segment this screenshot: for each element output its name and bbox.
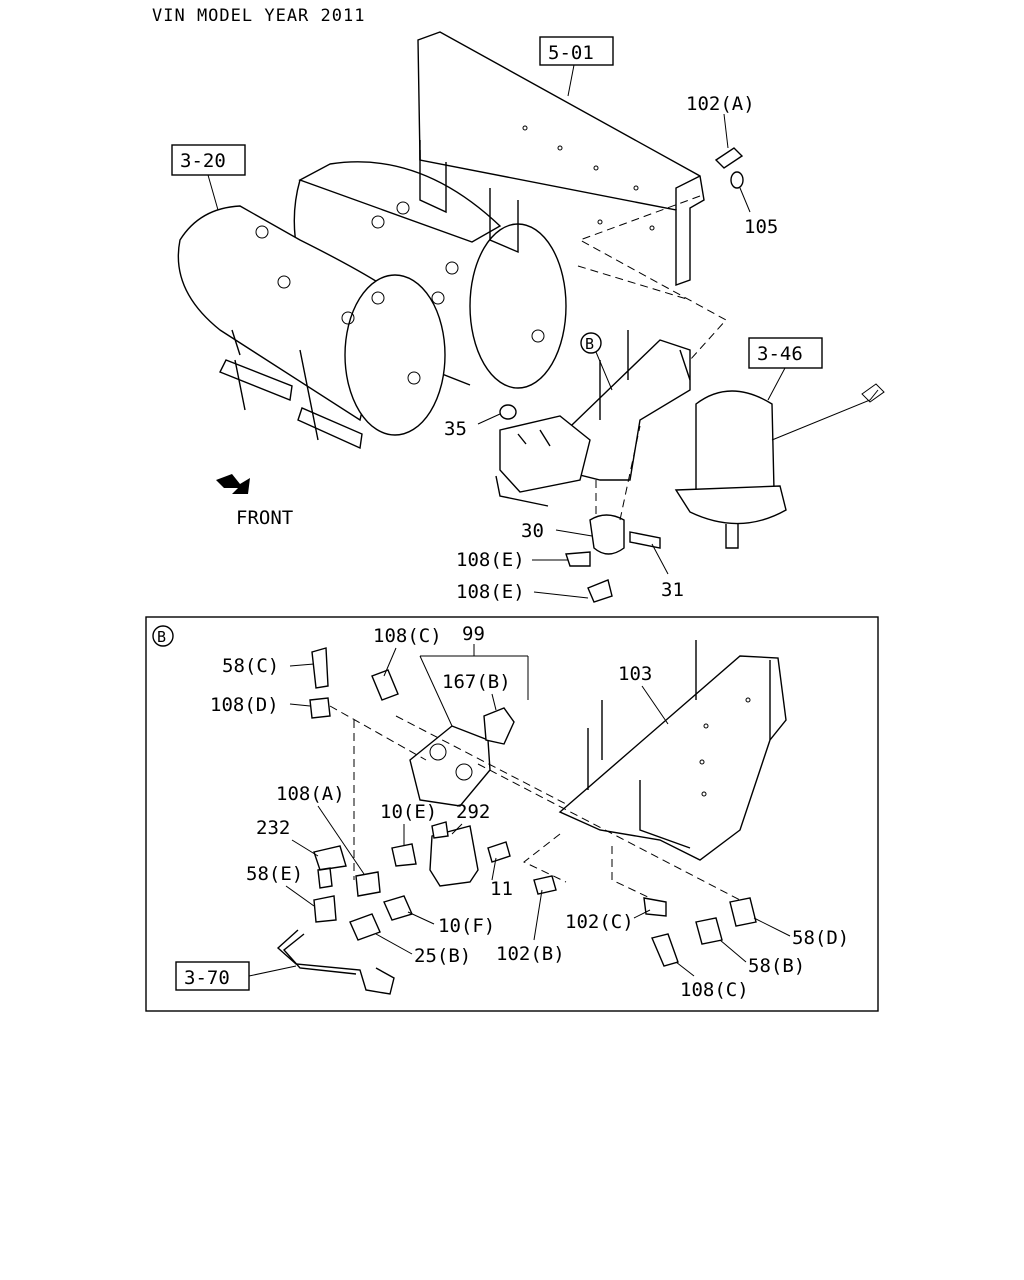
callout-10f: 10(F) [438, 915, 495, 937]
fitting-58e [313, 895, 337, 923]
callout-105: 105 [744, 216, 778, 238]
pressure-sensor [565, 514, 661, 603]
svg-text:3-46: 3-46 [757, 343, 803, 365]
callout-167b: 167(B) [442, 671, 511, 693]
flange-167b [483, 707, 515, 745]
fitting-232 [313, 845, 347, 889]
ref-box-5-01: 5-01 [539, 36, 614, 97]
header-title: VIN MODEL YEAR 2011 [152, 6, 365, 26]
callout-31: 31 [661, 579, 684, 601]
bolt-102c [643, 897, 667, 917]
callout-102b: 102(B) [496, 943, 565, 965]
fitting-108c-bottom [651, 933, 679, 967]
callout-102a: 102(A) [686, 93, 755, 115]
callout-292: 292 [456, 801, 490, 823]
callout-108a: 108(A) [276, 783, 345, 805]
fitting-108a [355, 871, 381, 897]
svg-text:B: B [585, 335, 594, 353]
fitting-108d [309, 697, 331, 719]
callout-103: 103 [618, 663, 652, 685]
callout-102c: 102(C) [565, 911, 634, 933]
svg-text:3-20: 3-20 [180, 150, 226, 172]
callout-232: 232 [256, 817, 290, 839]
callout-108c-bottom: 108(C) [680, 979, 749, 1001]
fitting-10e [391, 843, 417, 867]
detail-b-panel [145, 616, 879, 1012]
callout-108c-top: 108(C) [373, 625, 442, 647]
detail-b-marker: B [580, 332, 613, 391]
fitting-58c [311, 647, 329, 689]
callout-58d: 58(D) [792, 927, 849, 949]
svg-text:5-01: 5-01 [548, 42, 594, 64]
relay-valve [409, 725, 491, 807]
callout-10e: 10(E) [380, 801, 437, 823]
valve-assembly [495, 415, 591, 507]
bolt-102a [714, 147, 744, 169]
air-line [276, 929, 395, 995]
callout-25b: 25(B) [414, 945, 471, 967]
front-arrow-icon [216, 474, 250, 494]
fitting-10f [383, 895, 413, 921]
nut-35 [499, 404, 517, 420]
callout-58c: 58(C) [222, 655, 279, 677]
front-label: FRONT [236, 507, 293, 529]
air-tank-front [177, 205, 446, 436]
solenoid-292 [429, 821, 479, 887]
frame-rail [417, 31, 705, 286]
dashed-leaders-upper [577, 195, 727, 521]
callout-108e-1: 108(E) [456, 549, 525, 571]
callout-30: 30 [521, 520, 544, 542]
callout-58e: 58(E) [246, 863, 303, 885]
ref-box-3-70: 3-70 [175, 961, 297, 991]
callout-58b: 58(B) [748, 955, 805, 977]
fitting-58b [695, 917, 723, 945]
callout-99: 99 [462, 623, 485, 645]
bracket-103 [558, 640, 787, 861]
ref-box-3-20: 3-20 [171, 144, 246, 211]
fitting-58d [729, 897, 757, 927]
callout-108e-2: 108(E) [456, 581, 525, 603]
svg-text:B: B [157, 628, 166, 646]
tank-brackets [219, 150, 519, 450]
svg-text:3-70: 3-70 [184, 967, 230, 989]
detail-b-panel-marker: B [152, 625, 174, 647]
callout-11: 11 [490, 878, 513, 900]
callout-108d: 108(D) [210, 694, 279, 716]
ref-box-3-46: 3-46 [748, 337, 823, 401]
washer-105 [730, 171, 744, 189]
dashed-leaders-panel [329, 705, 741, 901]
bolt-102b [533, 875, 557, 895]
air-dryer [674, 383, 885, 549]
fitting-11 [487, 841, 511, 863]
fitting-25b [349, 913, 381, 941]
fitting-108c-top [371, 669, 399, 701]
callout-35: 35 [444, 418, 467, 440]
